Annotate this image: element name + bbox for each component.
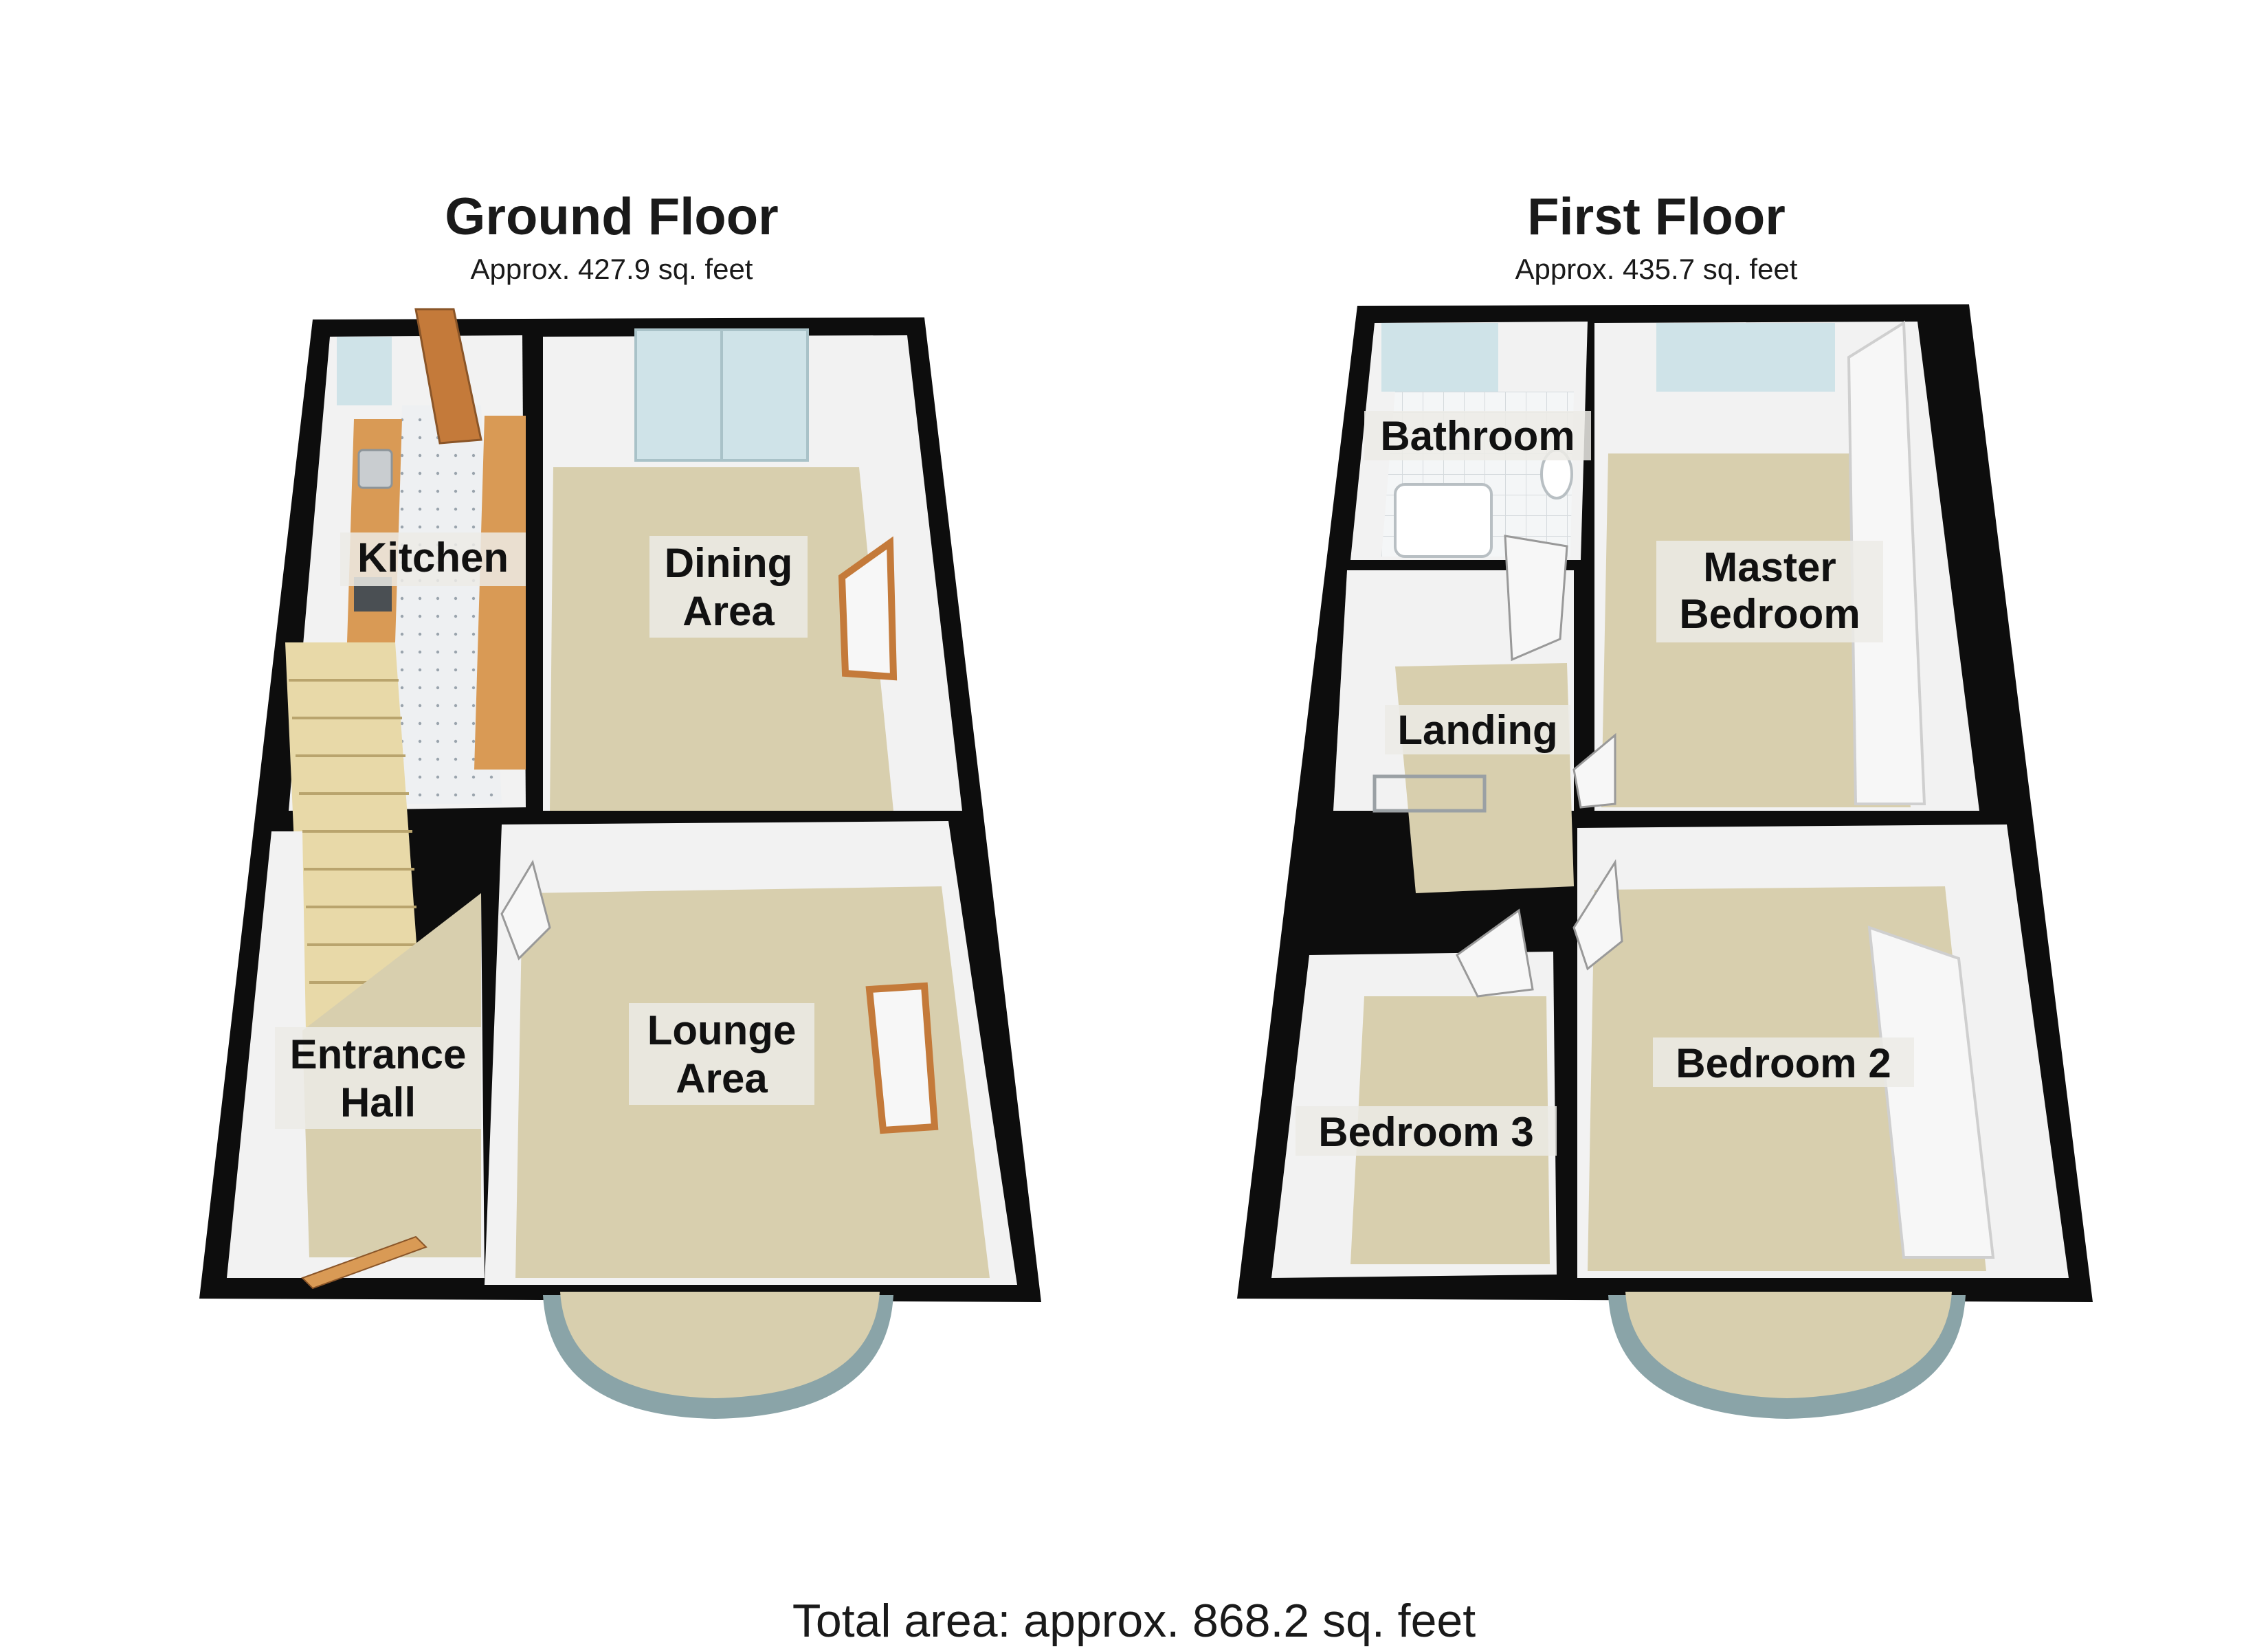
lounge-label-line2: Area [676, 1055, 768, 1101]
hall-label-line2: Hall [340, 1079, 416, 1125]
total-area: Total area: approx. 868.2 sq. feet [792, 1595, 1476, 1647]
lounge-door [500, 860, 551, 961]
sink-icon [357, 449, 393, 489]
master-bedroom-label-line1: Master [1703, 544, 1836, 590]
bedroom3-door [1456, 908, 1534, 998]
lounge-label-line1: Lounge [647, 1007, 797, 1053]
bath-icon [1394, 483, 1493, 558]
landing-bannister [1372, 774, 1487, 813]
bathroom-window [1381, 323, 1498, 392]
bathroom-label: Bathroom [1380, 413, 1575, 459]
lounge-bay-floor [560, 1292, 880, 1398]
bedroom2-door [1572, 859, 1623, 971]
kitchen-tile-floor [385, 405, 502, 804]
ground-floor-plan: Kitchen Dining Area Lounge Area Entrance… [199, 308, 1041, 1419]
lounge-sideboard [865, 982, 939, 1134]
hall-label-line1: Entrance [290, 1031, 467, 1077]
master-bedroom-door [1572, 732, 1616, 809]
ground-floor-area: Approx. 427.9 sq. feet [470, 253, 753, 285]
bedroom2-bay-floor [1625, 1292, 1952, 1398]
first-floor-plan: Bathroom Landing Master Bedroom Bedroom … [1237, 304, 2093, 1419]
kitchen-window [337, 337, 392, 405]
bathroom-door [1504, 535, 1568, 662]
dining-label-line1: Dining [665, 540, 793, 586]
bedroom3-label: Bedroom 3 [1318, 1109, 1533, 1155]
bedroom2-label: Bedroom 2 [1676, 1040, 1891, 1086]
landing-label: Landing [1397, 707, 1557, 753]
dining-label-line2: Area [682, 588, 775, 634]
first-floor-area: Approx. 435.7 sq. feet [1515, 253, 1798, 285]
kitchen-label: Kitchen [357, 535, 509, 581]
bedroom2-wardrobe [1867, 926, 1995, 1259]
front-door [301, 1235, 427, 1290]
kitchen-worktop-right [474, 416, 526, 770]
master-wardrobe [1847, 320, 1926, 805]
kitchen-door [414, 308, 482, 445]
dining-sideboard [838, 536, 898, 681]
master-bedroom-label-line2: Bedroom [1679, 591, 1860, 637]
first-floor-title: First Floor [1527, 188, 1786, 246]
master-bedroom-window [1656, 323, 1835, 392]
ground-floor-title: Ground Floor [445, 188, 779, 246]
